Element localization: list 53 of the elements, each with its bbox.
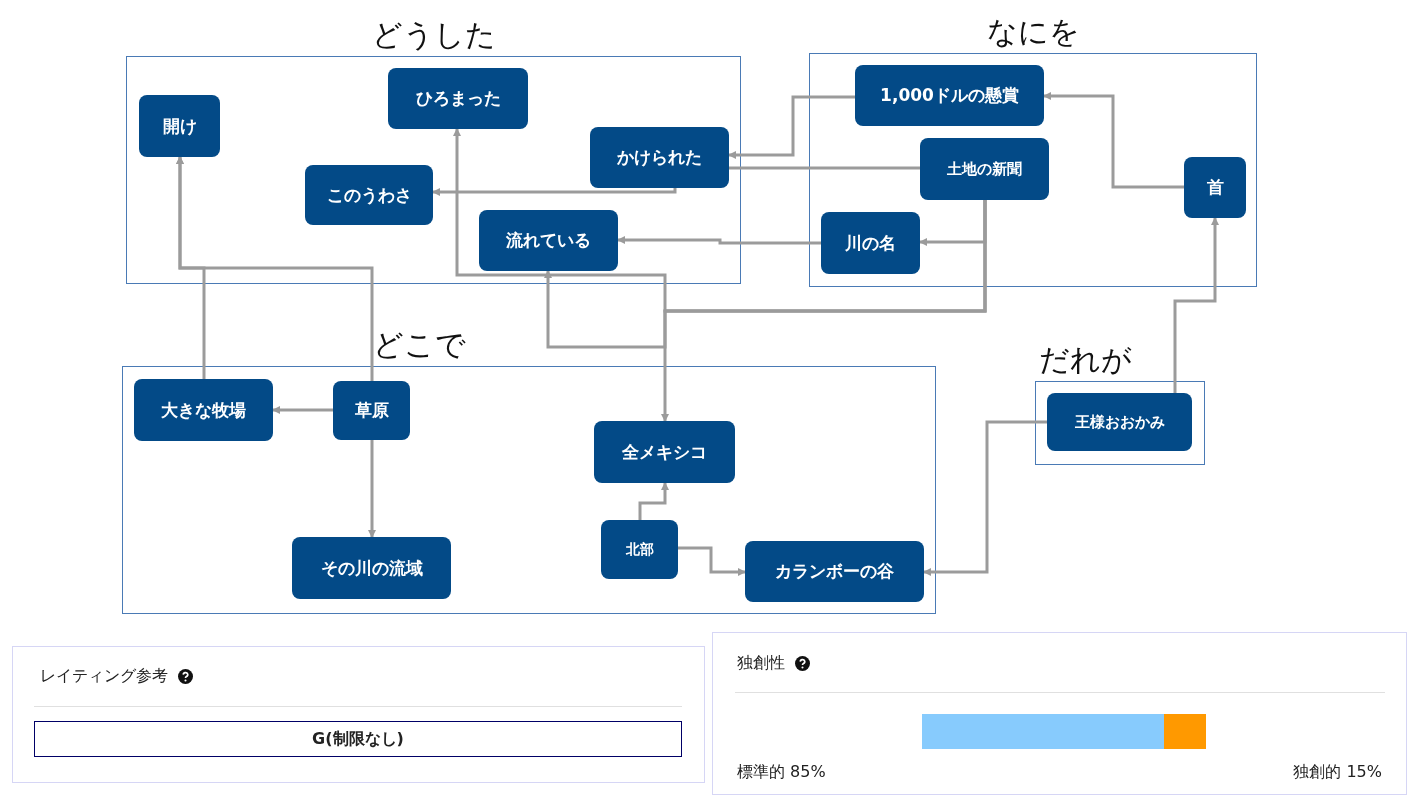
connector-arrow <box>923 420 1047 576</box>
term-box <box>601 520 678 579</box>
term-box <box>745 541 924 602</box>
group-heading: どこで <box>371 327 467 363</box>
connector-arrow <box>272 406 333 414</box>
group-heading: どうした <box>370 17 497 53</box>
connector-arrow <box>368 440 376 538</box>
panel-title: レイティング参考 <box>40 666 168 687</box>
term-text: 北部 <box>625 540 654 559</box>
percent-label: 独創的 15% <box>1293 762 1382 783</box>
term-text: 開け <box>162 114 197 138</box>
term-text: その川の流域 <box>320 556 423 580</box>
term-text: 土地の新聞 <box>947 159 1022 179</box>
connector-arrow <box>728 95 855 159</box>
connector-arrow <box>432 188 677 196</box>
term-text: 1,000ドルの懸賞 <box>880 84 1019 107</box>
percent-label: 標準的 85% <box>737 762 826 783</box>
term-box <box>594 421 735 483</box>
term-text: 草原 <box>354 399 389 422</box>
term-text: 川の名 <box>845 231 896 255</box>
panel-title: 独創性 <box>737 653 785 674</box>
term-box <box>388 68 528 129</box>
term-box <box>479 210 618 271</box>
term-text: カランボーの谷 <box>775 560 894 583</box>
term-text: 流れている <box>506 229 591 252</box>
connector-arrow <box>544 200 987 349</box>
term-text: 王様おおかみ <box>1074 412 1165 432</box>
term-box <box>305 165 433 225</box>
rating-field: G(制限なし) <box>34 721 682 757</box>
term-box <box>134 379 273 441</box>
connector-arrow <box>638 482 669 520</box>
term-text: このうわさ <box>326 183 412 207</box>
term-text: 全メキシコ <box>622 440 707 464</box>
term-box <box>920 138 1049 200</box>
connector-arrow <box>176 156 206 379</box>
term-box <box>590 127 729 188</box>
term-text: ひろまった <box>415 87 501 110</box>
term-box <box>292 537 451 599</box>
term-text: 首 <box>1206 176 1224 199</box>
term-box <box>1047 393 1192 451</box>
connector-arrow <box>617 236 821 245</box>
term-box <box>139 95 220 157</box>
term-box <box>333 381 410 440</box>
group-heading: だれが <box>1037 342 1133 378</box>
term-box <box>821 212 920 274</box>
connector-arrow <box>1173 217 1219 393</box>
group-heading: なにを <box>985 14 1081 50</box>
connector-arrow <box>1043 92 1184 189</box>
term-box <box>855 65 1044 126</box>
term-text: 大きな牧場 <box>161 398 246 422</box>
term-box <box>1184 157 1246 218</box>
term-text: かけられた <box>617 146 702 169</box>
connector-arrow <box>678 546 746 576</box>
